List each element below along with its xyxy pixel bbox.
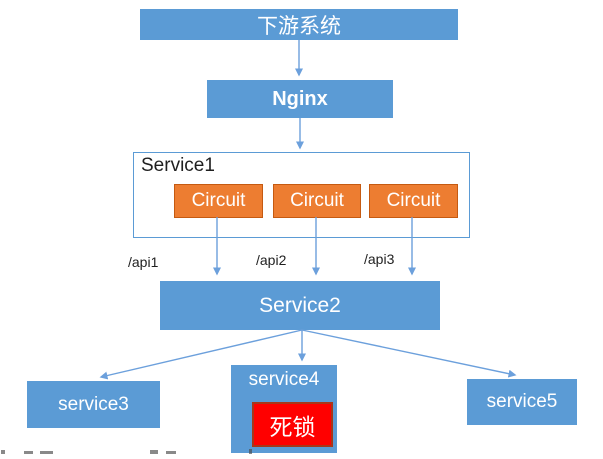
api1-label: /api1 (128, 254, 159, 270)
circuit-breaker-3: Circuit (369, 184, 458, 218)
cropped-text-fragment (1, 450, 5, 454)
circuit-3-label: Circuit (386, 190, 441, 211)
cropped-text-fragment (150, 450, 158, 454)
service4-node: service4 死锁 (231, 365, 337, 453)
downstream-system-label: 下游系统 (257, 13, 341, 38)
deadlock-node: 死锁 (252, 402, 333, 447)
cropped-text-fragment (40, 451, 53, 454)
service1-container: Service1 Circuit Circuit Circuit (133, 152, 470, 238)
service5-node: service5 (467, 379, 577, 425)
cropped-text-fragment (166, 451, 176, 454)
deadlock-label: 死锁 (269, 414, 316, 441)
circuit-breaker-1: Circuit (174, 184, 263, 218)
api2-label: /api2 (256, 252, 287, 268)
service3-node: service3 (27, 381, 160, 428)
service2-label: Service2 (259, 293, 341, 317)
circuit-breaker-2: Circuit (273, 184, 361, 218)
service1-label: Service1 (141, 155, 215, 176)
service2-node: Service2 (160, 281, 440, 330)
api3-label: /api3 (364, 251, 395, 267)
circuit-2-label: Circuit (290, 190, 344, 211)
service3-label: service3 (58, 393, 129, 415)
cropped-text-fragment (249, 449, 252, 454)
nginx-node: Nginx (207, 80, 393, 118)
downstream-system-node: 下游系统 (140, 9, 458, 40)
cropped-text-fragment (24, 451, 33, 454)
nginx-label: Nginx (272, 87, 328, 110)
circuit-1-label: Circuit (191, 190, 246, 211)
service4-label: service4 (248, 369, 320, 390)
service5-label: service5 (486, 391, 558, 412)
